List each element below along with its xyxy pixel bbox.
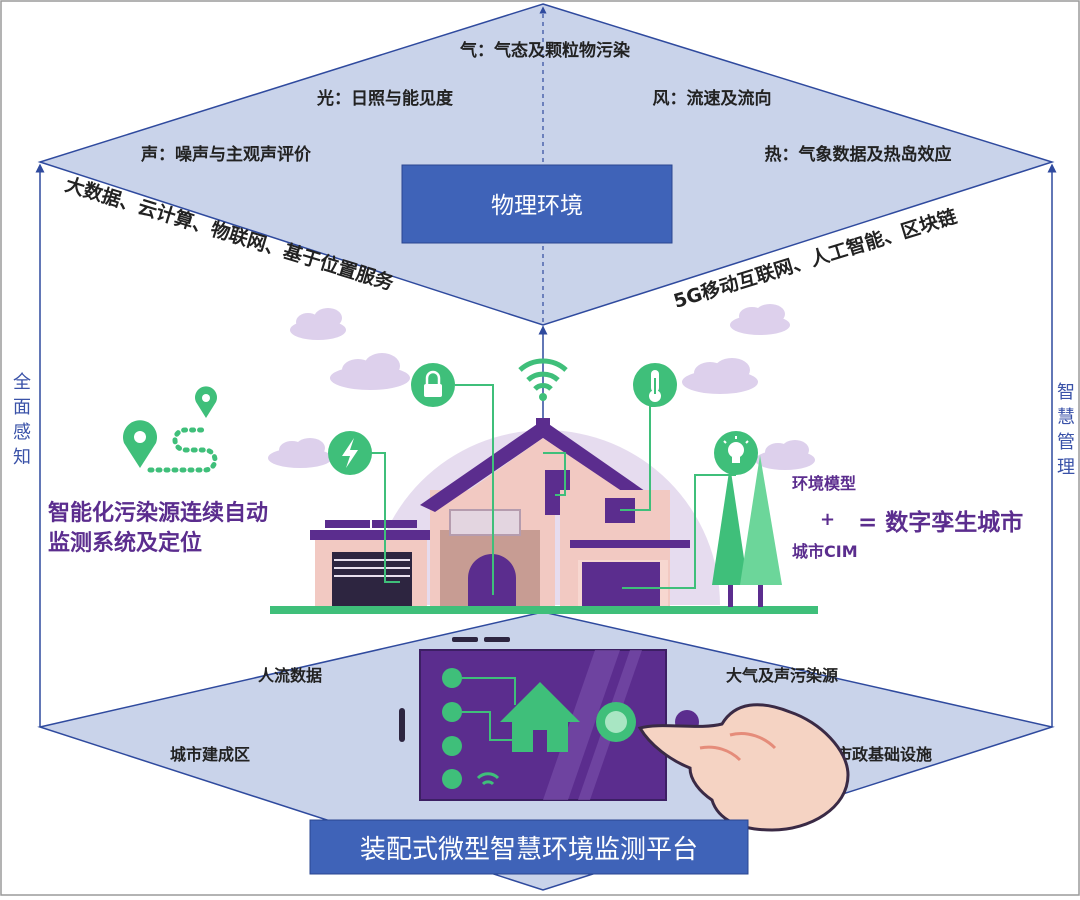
wifi-icon <box>518 358 568 401</box>
pollution-text-line1: 智能化污染源连续自动 <box>48 500 268 526</box>
clouds <box>268 304 815 470</box>
svg-text:感: 感 <box>13 422 31 443</box>
label-air-sound-source: 大气及声污染源 <box>726 666 838 685</box>
lightning-icon <box>328 431 372 475</box>
side-right-label: 智 慧 管 理 <box>1057 382 1075 478</box>
svg-text:理: 理 <box>1057 457 1075 478</box>
home-icon <box>500 682 580 752</box>
lock-icon <box>411 363 455 407</box>
trees <box>712 455 782 607</box>
location-pin-icon <box>123 386 217 468</box>
pollution-text-line2: 监测系统及定位 <box>48 530 202 556</box>
label-wind: 风：流速及流向 <box>653 88 772 109</box>
label-people-flow: 人流数据 <box>258 666 322 685</box>
svg-text:面: 面 <box>13 397 31 418</box>
label-sound: 声：噪声与主观声评价 <box>140 144 312 165</box>
label-light: 光：日照与能见度 <box>316 88 454 109</box>
lightbulb-icon <box>714 431 758 475</box>
thermometer-icon <box>633 363 677 407</box>
label-built-area: 城市建成区 <box>170 745 250 764</box>
pointing-hand-icon <box>637 703 850 832</box>
plus-sign: + <box>820 509 835 530</box>
location-dotted-path <box>147 427 218 473</box>
svg-text:慧: 慧 <box>1057 407 1075 428</box>
physical-environment-box <box>401 164 673 244</box>
label-heat: 热：气象数据及热岛效应 <box>765 144 952 165</box>
env-model-label: 环境模型 <box>792 474 856 493</box>
svg-text:知: 知 <box>13 447 31 468</box>
platform-title-box <box>309 819 749 875</box>
svg-text:智: 智 <box>1057 382 1075 403</box>
svg-text:管: 管 <box>1057 432 1075 453</box>
platform-title: 装配式微型智慧环境监测平台 <box>360 835 698 865</box>
tablet-device <box>399 637 699 801</box>
city-cim-label: 城市CIM <box>792 542 858 561</box>
svg-text:全: 全 <box>13 372 31 393</box>
label-gas: 气：气态及颗粒物污染 <box>459 40 630 61</box>
physical-environment-title: 物理环境 <box>491 193 583 219</box>
side-left-label: 全 面 感 知 <box>13 372 31 468</box>
digital-twin-city-label: = 数字孪生城市 <box>858 509 1023 536</box>
label-municipal: 市政基础设施 <box>836 745 932 764</box>
